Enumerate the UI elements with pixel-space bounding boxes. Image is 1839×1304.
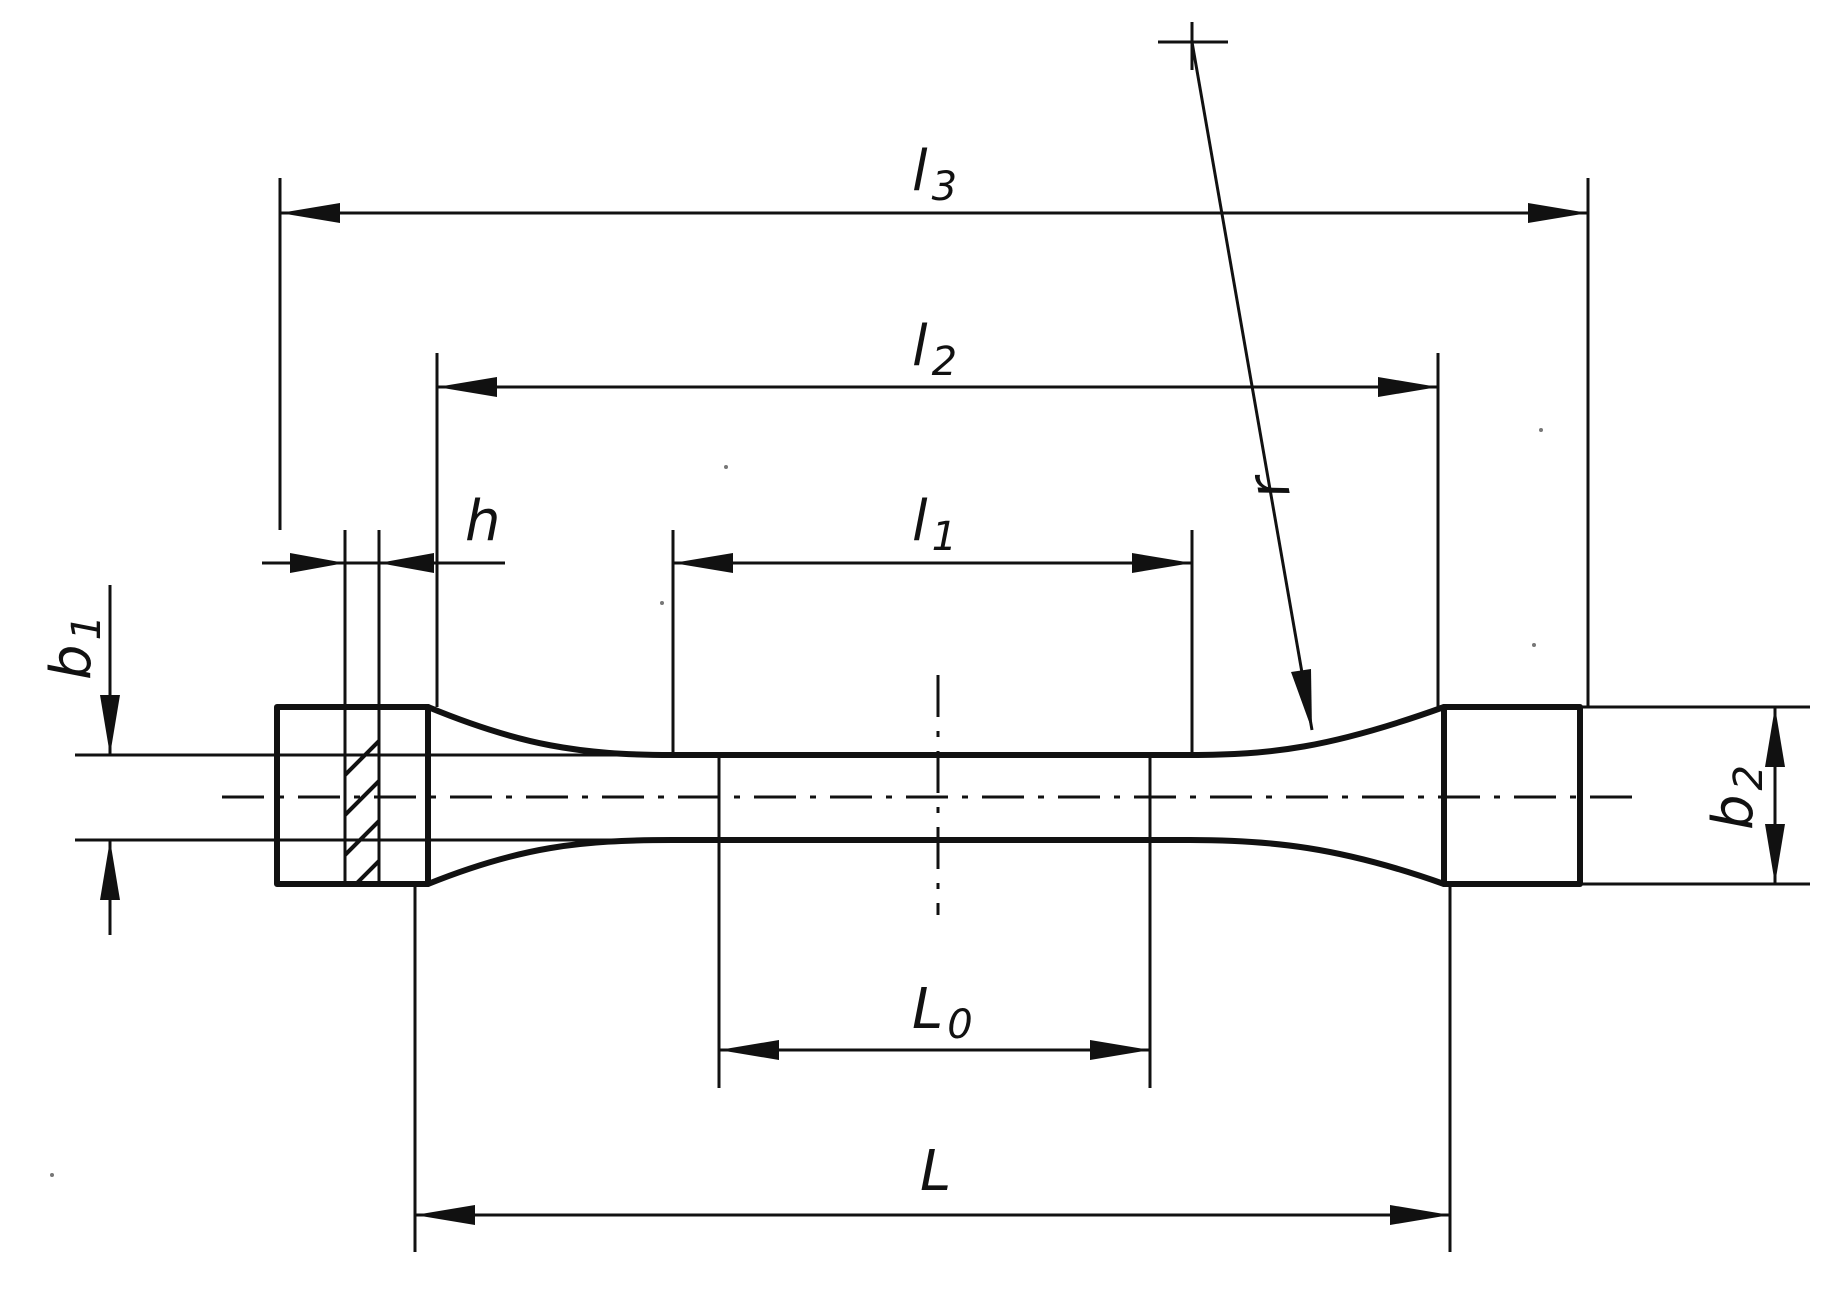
lower-profile bbox=[425, 837, 1447, 887]
label-h: h bbox=[465, 489, 501, 554]
scan-specks bbox=[50, 428, 1543, 1177]
specimen-outline bbox=[75, 704, 1583, 887]
label-b2: b2 bbox=[1701, 765, 1772, 830]
left-grip bbox=[274, 704, 431, 887]
dimension-L0 bbox=[719, 1040, 1150, 1060]
dimension-h bbox=[262, 553, 505, 573]
dimension-b2 bbox=[1765, 707, 1785, 884]
upper-profile bbox=[425, 704, 1447, 758]
dimension-l1 bbox=[673, 553, 1192, 573]
label-L: L bbox=[920, 1139, 951, 1204]
centre-lines bbox=[222, 675, 1640, 915]
label-r: r bbox=[1235, 467, 1304, 504]
dimension-l3 bbox=[280, 203, 1588, 223]
section-hatching bbox=[343, 707, 381, 884]
label-b1: b1 bbox=[39, 615, 110, 680]
extension-lines bbox=[278, 178, 1810, 1252]
dimension-L bbox=[415, 1205, 1450, 1225]
dimension-l2 bbox=[437, 377, 1438, 397]
dimension-b1 bbox=[100, 585, 120, 935]
radius-leader bbox=[1158, 22, 1314, 731]
